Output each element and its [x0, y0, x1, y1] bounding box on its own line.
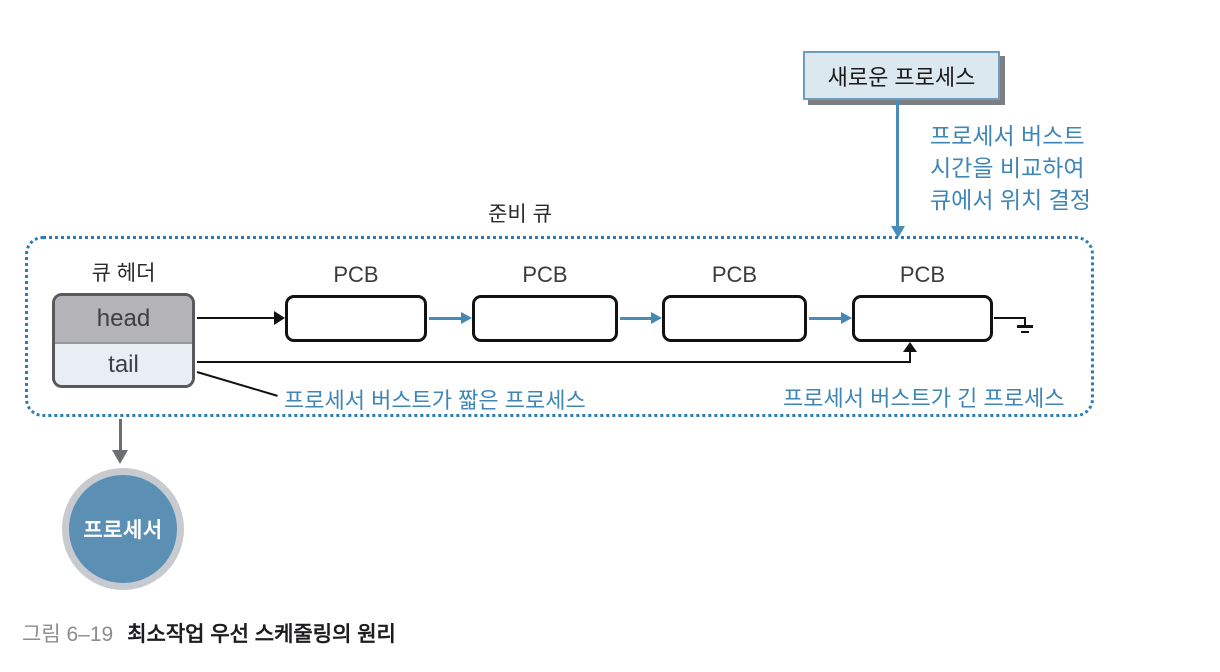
- queue-header-box: head tail: [52, 293, 195, 388]
- pcb-label-1: PCB: [333, 262, 379, 287]
- processor-circle: 프로세서: [62, 468, 184, 590]
- pcb-link-arrow-head-icon: [461, 312, 472, 324]
- head-to-pcb-arrow-head-icon: [274, 311, 285, 325]
- queue-header-label: 큐 헤더: [91, 262, 156, 285]
- ready-queue-label: 준비 큐: [488, 203, 552, 226]
- ground-icon: [1021, 331, 1029, 333]
- queue-tail-cell: tail: [55, 344, 192, 385]
- new-process-box: 새로운 프로세스: [803, 51, 1000, 100]
- head-to-pcb-arrow-line: [197, 317, 275, 319]
- pcb-label-3: PCB: [711, 262, 758, 287]
- insertion-note-line: 시간을 비교하여: [930, 155, 1085, 181]
- pcb-box-3: [662, 295, 807, 342]
- ready-queue-boundary: [25, 236, 1094, 417]
- pcb-box-1: [285, 295, 427, 342]
- pcb-link-arrow-head-icon: [651, 312, 662, 324]
- tail-arrow-head-icon: [903, 342, 917, 352]
- caption-title: 최소작업 우선 스케줄링의 원리: [127, 623, 396, 646]
- dispatch-arrow-head-icon: [112, 450, 128, 464]
- pcb-link-arrow-line: [429, 317, 461, 320]
- tail-wire-horizontal: [197, 361, 911, 363]
- new-process-arrow-line: [896, 100, 899, 227]
- insertion-note-line: 큐에서 위치 결정: [930, 187, 1091, 213]
- pcb-link-arrow-line: [809, 317, 841, 320]
- caption-number: 그림 6–19: [22, 623, 114, 646]
- processor-label: 프로세서: [83, 519, 163, 542]
- long-burst-note: 프로세서 버스트가 긴 프로세스: [783, 386, 1065, 411]
- insertion-note-line: 프로세서 버스트: [930, 123, 1085, 149]
- ground-icon: [1017, 325, 1033, 328]
- pcb-label-2: PCB: [522, 262, 568, 287]
- insertion-note: 프로세서 버스트 시간을 비교하여 큐에서 위치 결정: [930, 120, 1091, 216]
- short-burst-note: 프로세서 버스트가 짧은 프로세스: [284, 388, 586, 413]
- ground-wire: [994, 317, 1025, 319]
- pcb-box-4: [852, 295, 993, 342]
- tail-wire-vertical: [909, 351, 911, 362]
- new-process-label: 새로운 프로세스: [827, 64, 976, 90]
- pcb-link-arrow-head-icon: [841, 312, 852, 324]
- dispatch-arrow-line: [119, 419, 122, 450]
- new-process-arrow-head-icon: [891, 226, 905, 238]
- ground-stub: [1024, 317, 1026, 326]
- pcb-label-4: PCB: [899, 262, 946, 287]
- pcb-box-2: [472, 295, 618, 342]
- figure-caption: 그림 6–19 최소작업 우선 스케줄링의 원리: [22, 618, 396, 648]
- queue-head-cell: head: [55, 296, 192, 344]
- pcb-link-arrow-line: [620, 317, 651, 320]
